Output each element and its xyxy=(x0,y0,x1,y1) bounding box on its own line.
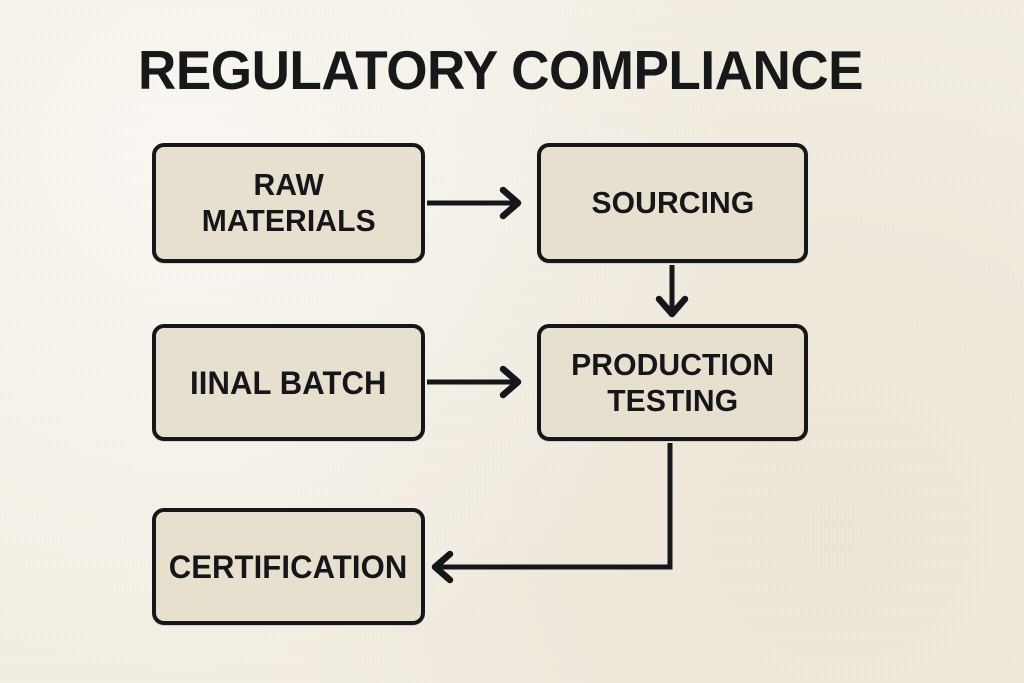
node-certification-label: CERTIFICATION xyxy=(169,548,408,585)
page-title: REGULATORY COMPLIANCE xyxy=(138,39,864,101)
node-raw-materials[interactable]: RAW MATERIALS xyxy=(152,143,425,263)
node-production-testing[interactable]: PRODUCTION TESTING xyxy=(537,324,808,441)
node-final-batch-label: IINAL BATCH xyxy=(190,364,387,401)
edge-raw-materials-to-sourcing xyxy=(427,186,522,220)
node-certification[interactable]: CERTIFICATION xyxy=(152,508,425,625)
edge-sourcing-to-production-testing xyxy=(655,265,689,318)
edge-production-testing-to-certification xyxy=(431,443,673,584)
node-final-batch[interactable]: IINAL BATCH xyxy=(152,324,425,441)
node-raw-materials-label: RAW MATERIALS xyxy=(201,167,376,238)
node-sourcing-label: SOURCING xyxy=(591,185,754,220)
edge-final-batch-to-production-testing xyxy=(427,365,522,399)
node-sourcing[interactable]: SOURCING xyxy=(537,143,808,263)
node-production-testing-label: PRODUCTION TESTING xyxy=(570,346,775,418)
